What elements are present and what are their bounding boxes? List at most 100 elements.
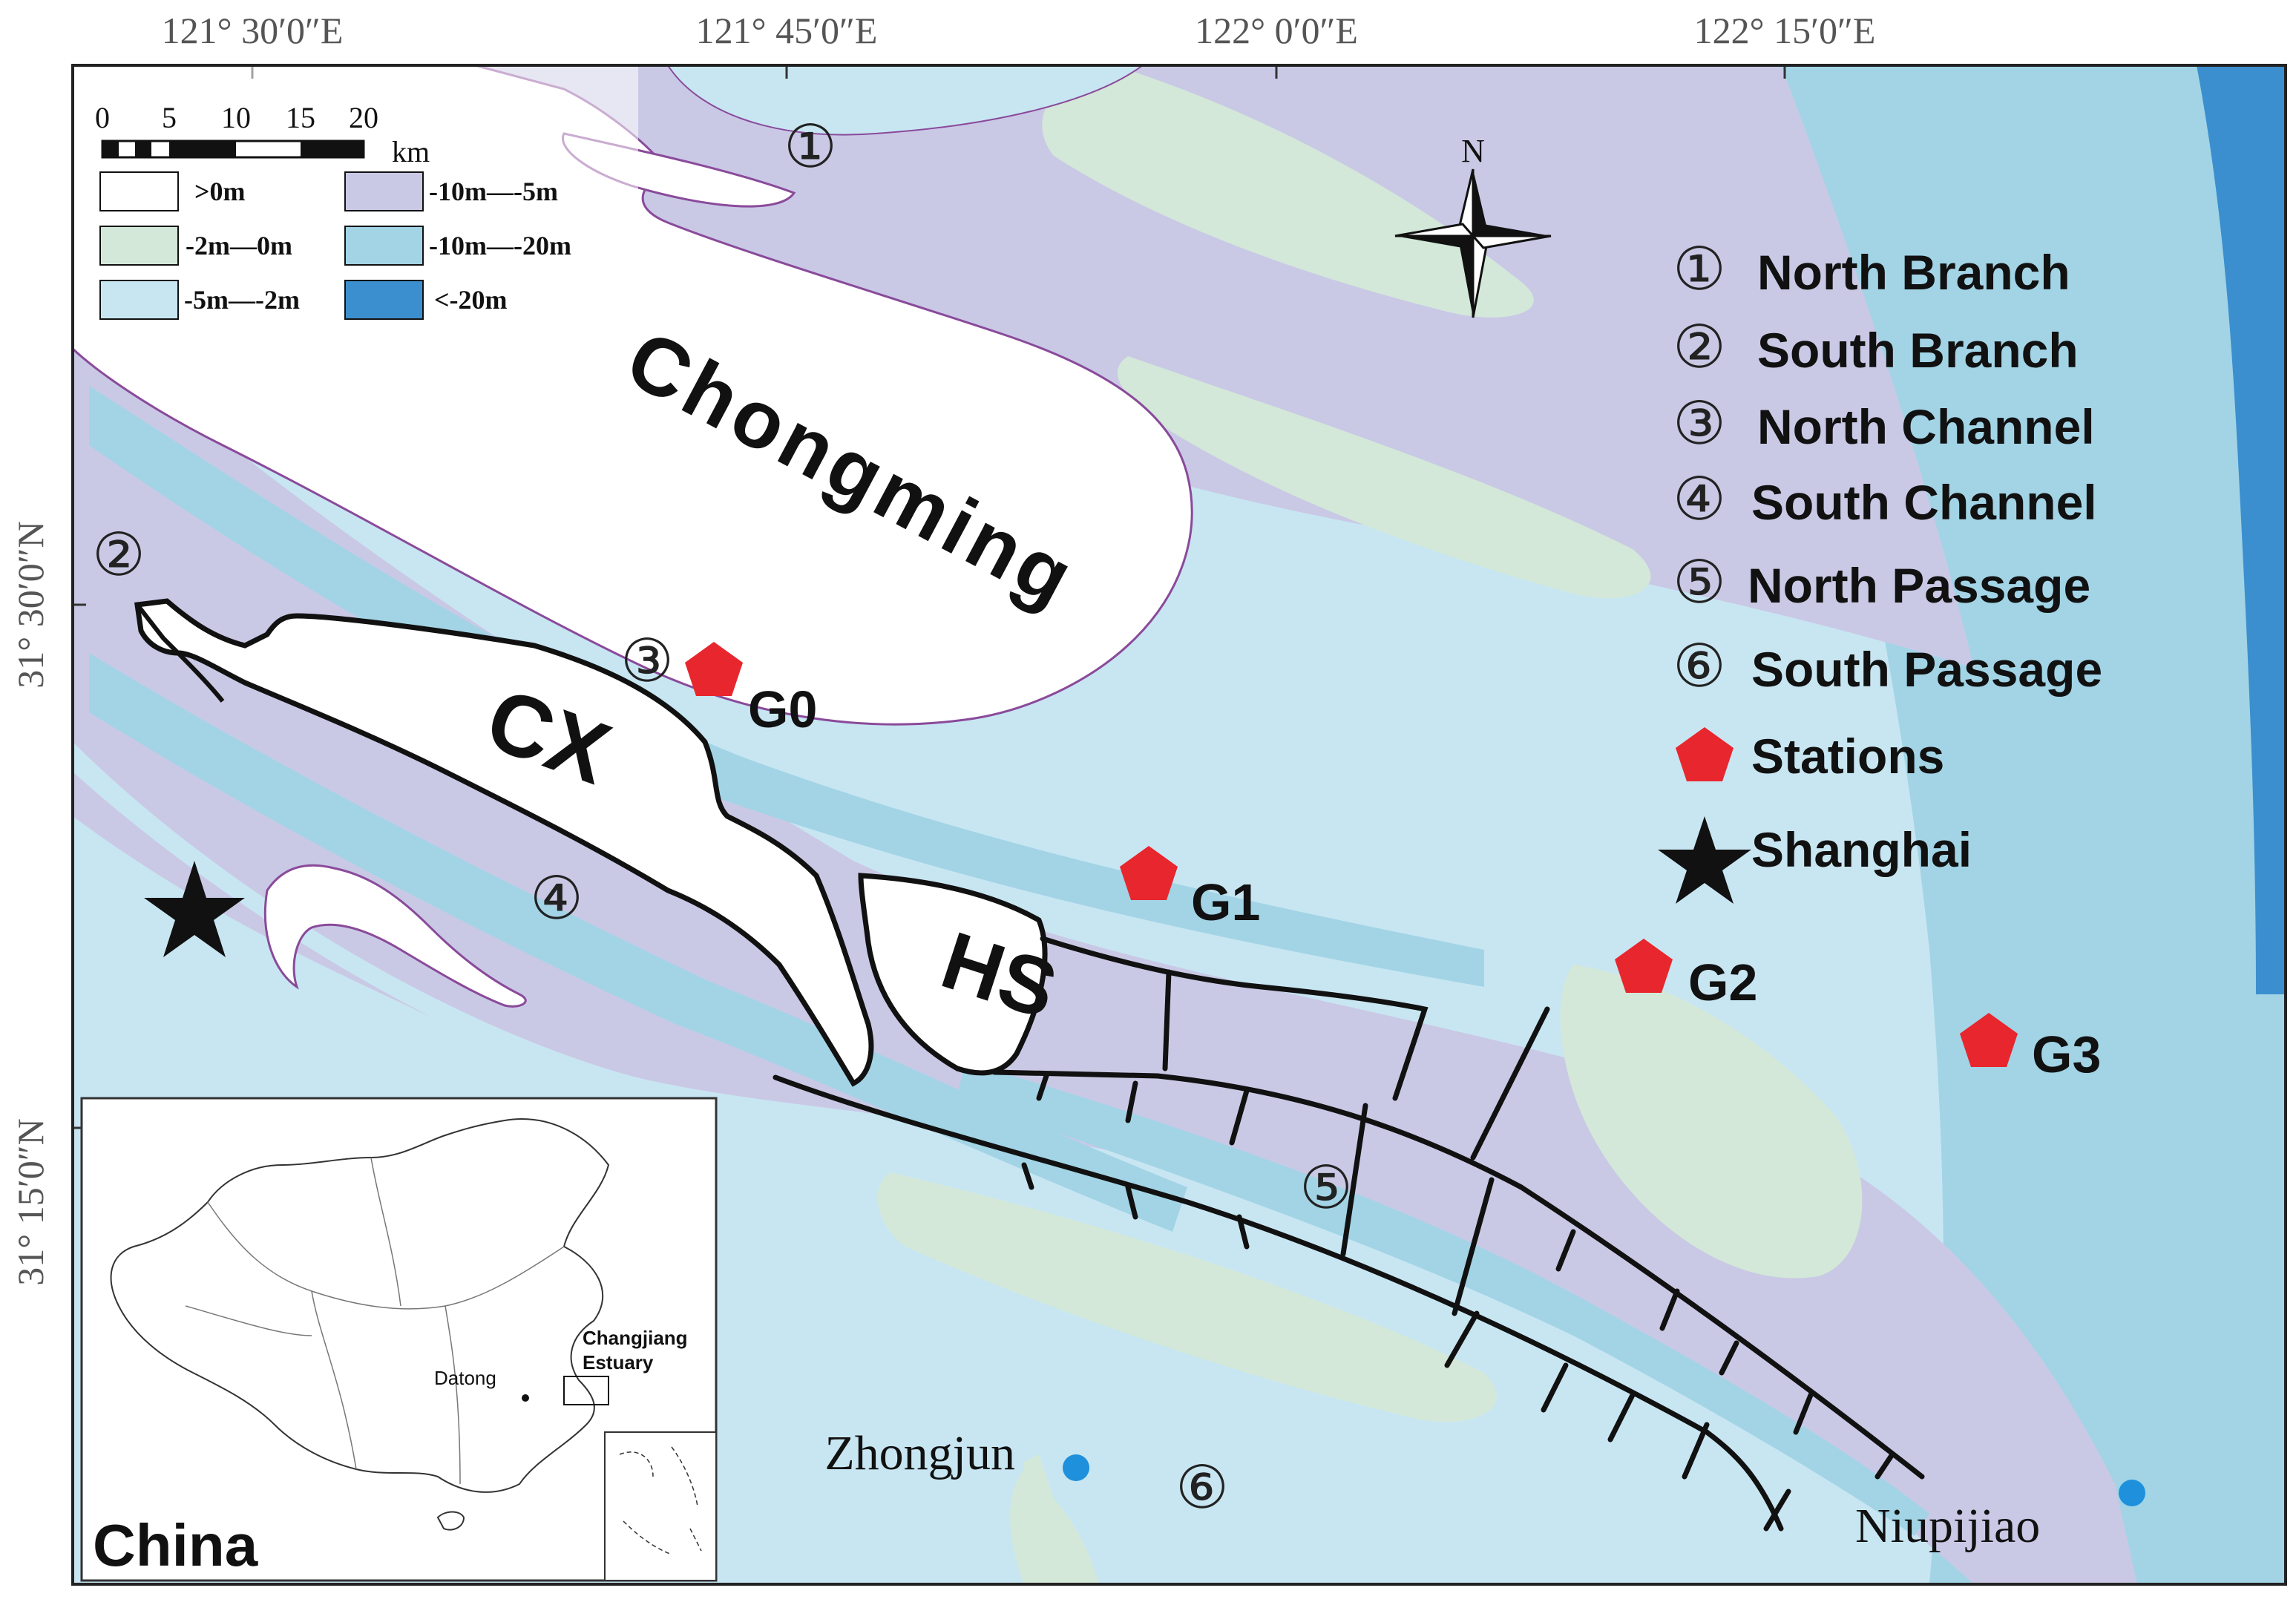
depth-legend: 0 5 10 15 20 km >0m -2m—0m -5m—-2m -10m—… (74, 67, 638, 326)
legend-south-passage: South Passage (1751, 642, 2102, 697)
swatch-10-5 (344, 171, 424, 211)
groyne-n3 (1229, 1088, 1250, 1146)
label-10-5: -10m—-5m (429, 177, 558, 206)
changxing-island-cx (134, 598, 874, 1087)
scale-tick-5: 5 (162, 101, 177, 134)
shanghai-mainland (263, 864, 527, 1008)
groyne-n4 (1340, 1103, 1368, 1257)
places: Zhongjun Niupijiao (824, 1426, 2145, 1553)
map-border (71, 64, 2287, 1586)
swatch-gt0 (99, 171, 179, 211)
groyne-s2 (1125, 1184, 1138, 1220)
estuary-label-1: Changjiang (583, 1327, 688, 1349)
datong-label: Datong (434, 1367, 496, 1389)
station-g3-icon (1960, 1013, 2018, 1067)
lon-label-4: 122° 15′0″E (1694, 10, 1876, 51)
estuary-box (563, 1376, 609, 1405)
station-g2-icon (1615, 939, 1673, 993)
legend-marker-5: ⑤ (1673, 548, 1726, 617)
legend-marker-1: ① (1673, 234, 1726, 303)
depth-shoal-east (1560, 965, 1863, 1279)
legend-shanghai: Shanghai (1751, 822, 1972, 877)
groyne-s3 (1236, 1214, 1250, 1250)
label-2-0: -2m—0m (186, 231, 292, 260)
north-label: N (1461, 133, 1485, 169)
station-g2-label: G2 (1688, 954, 1757, 1011)
north-arrow-icon: N (1394, 133, 1552, 318)
groyne-1 (1162, 969, 1172, 1071)
swatch-5-2 (99, 280, 179, 320)
marker-south-branch: ② (92, 520, 145, 589)
legend-stations: Stations (1751, 729, 1944, 784)
lon-label-3: 122° 0′0″E (1195, 10, 1358, 51)
zhongjun-shore (1024, 1454, 1083, 1584)
legend-shanghai-star-icon (1658, 816, 1751, 904)
groyne-s5 (1541, 1362, 1569, 1413)
south-jetty (773, 1074, 1784, 1532)
lat-label-2: 31° 15′0″N (10, 1118, 51, 1285)
scale-tick-10: 10 (221, 101, 251, 134)
marker-north-branch: ① (784, 112, 837, 181)
legend-north-channel: North Channel (1757, 399, 2095, 454)
south-china-sea-box (604, 1431, 717, 1581)
depth-lavender-upper (475, 65, 1974, 668)
groyne-n10 (1874, 1451, 1895, 1480)
shanghai-star-icon (144, 861, 245, 957)
depth-west-shore (73, 326, 445, 1024)
groyne-n8 (1719, 1340, 1739, 1376)
legend-south-branch: South Branch (1757, 323, 2079, 378)
label-5-2: -5m—-2m (184, 285, 300, 315)
groyne-2 (1470, 1006, 1550, 1161)
estuary-label-2: Estuary (583, 1351, 654, 1373)
depth-north-channel (89, 386, 1484, 987)
groyne-s4 (1444, 1310, 1480, 1368)
scale-tick-15: 15 (286, 101, 315, 134)
scale-unit: km (392, 135, 430, 168)
marker-south-passage: ⑥ (1175, 1453, 1229, 1522)
swatch-10-20 (344, 226, 424, 266)
groyne-s6 (1607, 1392, 1636, 1442)
hengsha-island-hs (858, 873, 1048, 1076)
depth-shoal-north (1042, 65, 1534, 318)
depth-deep-20-band (2197, 65, 2286, 994)
south-china-sea-lines (619, 1446, 702, 1555)
depth-shoal-central (1117, 356, 1651, 599)
north-top-island (666, 65, 1146, 136)
groyne-s8 (1763, 1489, 1791, 1532)
groyne-n6 (1555, 1229, 1576, 1272)
groyne-n5 (1452, 1177, 1495, 1316)
legend-marker-4: ④ (1673, 465, 1726, 534)
changxing-west-tail (135, 603, 225, 703)
groyne-s7 (1682, 1422, 1710, 1480)
swatch-lt20 (344, 280, 424, 320)
legend-marker-2: ② (1673, 312, 1726, 381)
station-g1-label: G1 (1191, 873, 1260, 931)
legend-marker-6: ⑥ (1673, 631, 1726, 700)
depth-south-channel (89, 653, 1187, 1232)
hs-jetty-east (1040, 936, 1429, 1101)
legend-south-channel: South Channel (1751, 475, 2097, 530)
hainan-island (436, 1511, 465, 1531)
groyne-n2 (1125, 1080, 1138, 1123)
legend-north-passage: North Passage (1748, 558, 2090, 613)
graticule: 121° 30′0″E 121° 45′0″E 122° 0′0″E 122° … (10, 10, 1875, 1286)
niupijiao-point (2119, 1480, 2145, 1506)
china-label: China (93, 1512, 258, 1578)
lat-label-1: 31° 30′0″N (10, 521, 51, 688)
marker-north-channel: ③ (620, 626, 674, 695)
legend-marker-3: ③ (1673, 389, 1726, 458)
lon-label-2: 121° 45′0″E (696, 10, 878, 51)
china-outline (110, 1118, 610, 1493)
legend-north-branch: North Branch (1757, 245, 2070, 300)
training-walls (773, 936, 1925, 1532)
marker-south-channel: ④ (530, 864, 583, 933)
swatch-2-0 (99, 226, 179, 266)
feature-legend: ① North Branch ② South Branch ③ North Ch… (1658, 234, 2102, 904)
china-inset: Datong Changjiang Estuary China (80, 1097, 718, 1582)
label-gt0: >0m (194, 177, 246, 206)
zhongjun-label: Zhongjun (824, 1426, 1015, 1480)
legend-station-icon (1676, 727, 1734, 781)
station-g0-label: G0 (748, 680, 817, 738)
scale-tick-0: 0 (95, 101, 110, 134)
